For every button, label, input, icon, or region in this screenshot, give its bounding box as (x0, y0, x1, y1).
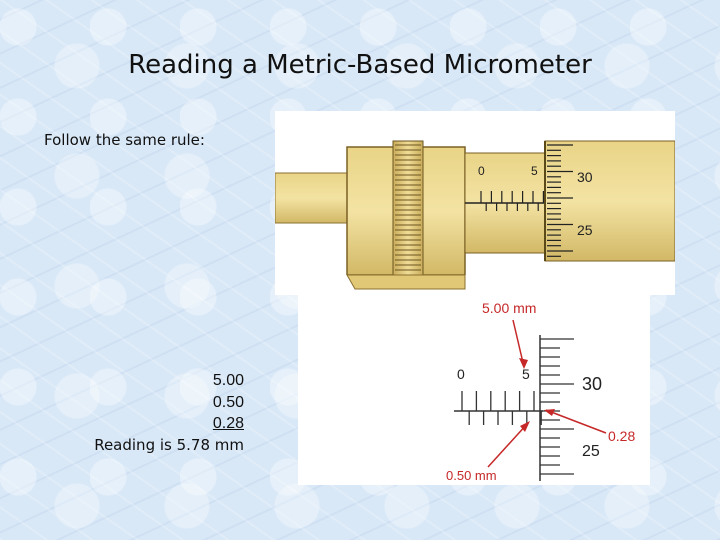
callout-half-arrow (487, 422, 529, 468)
callout-half: 0.50 mm (446, 468, 497, 483)
sleeve-label-0: 0 (478, 164, 485, 178)
calc-line-half: 0.50 (212, 393, 244, 411)
calc-line-thimble: 0.28 (212, 415, 244, 432)
slide-title: Reading a Metric-Based Micrometer (128, 50, 592, 80)
frame-edge (275, 275, 675, 295)
knurled-ring (392, 140, 424, 276)
diagram-thimble-label-30: 30 (582, 374, 602, 394)
micrometer-photo: 0 5 30 25 (274, 111, 676, 295)
micrometer-photo-illustration: 0 5 30 25 (274, 140, 676, 295)
calc-line-whole: 5.00 (212, 372, 244, 389)
diagram-sleeve-label-5: 5 (522, 366, 530, 382)
callout-main: 5.00 mm (482, 300, 536, 316)
thimble-label-30: 30 (577, 169, 593, 185)
micrometer-diagram: 0 5 30 25 5.00 mm 0.28 0.50 mm (298, 295, 650, 485)
callout-thimble: 0.28 (608, 428, 635, 444)
instruction-text: Follow the same rule: (44, 131, 205, 149)
diagram-thimble-label-25: 25 (582, 443, 600, 460)
micrometer-diagram-svg: 0 5 30 25 5.00 mm 0.28 0.50 mm (446, 300, 635, 483)
callout-thimble-arrow (545, 409, 607, 434)
sleeve-label-5: 5 (531, 164, 538, 178)
calculation-block: 5.00 0.50 0.28 Reading is 5.78 mm (94, 370, 244, 456)
calc-result: Reading is 5.78 mm (94, 435, 244, 454)
thimble-label-25: 25 (577, 222, 593, 238)
spindle (274, 172, 356, 224)
diagram-sleeve-label-0: 0 (457, 366, 465, 382)
thimble (544, 140, 676, 262)
